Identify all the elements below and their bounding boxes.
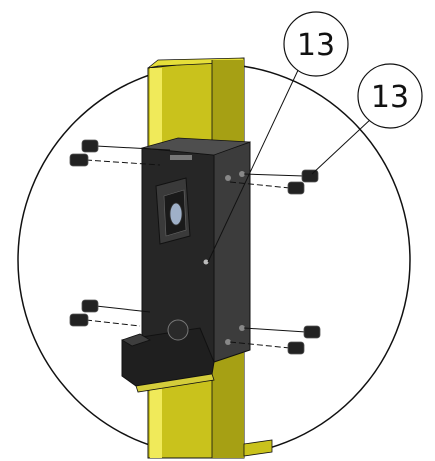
callout-2-label: 13 bbox=[371, 80, 409, 115]
nut-icon bbox=[287, 169, 321, 355]
callout-2-bubble bbox=[357, 63, 423, 129]
callout-1: 13 bbox=[207, 11, 349, 263]
callout-2: 13 bbox=[311, 63, 423, 175]
callout-1-leader bbox=[207, 65, 301, 263]
callout-1-bubble bbox=[283, 11, 349, 77]
bolt-icon bbox=[69, 139, 99, 327]
latch-icon bbox=[155, 177, 191, 245]
callout-2-leader bbox=[311, 117, 373, 175]
bracket-plate bbox=[141, 137, 251, 363]
right-nuts bbox=[229, 169, 321, 355]
plate-screw-icon bbox=[203, 259, 209, 265]
hook-icon bbox=[121, 319, 215, 393]
left-bolts bbox=[69, 139, 171, 327]
callout-1-label: 13 bbox=[297, 28, 335, 63]
